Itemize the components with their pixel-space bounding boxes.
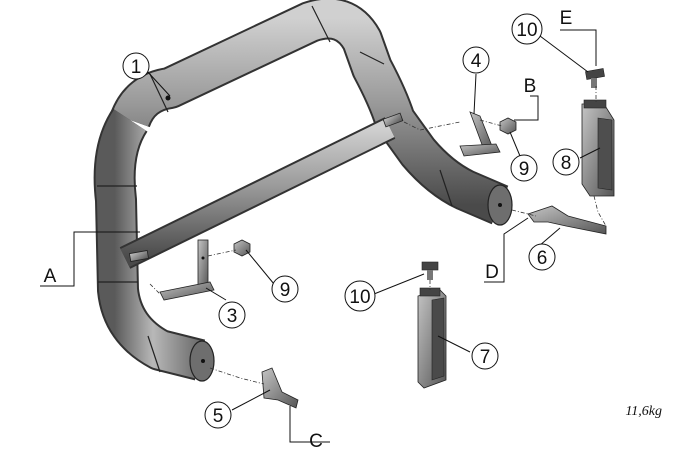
callout-9-lower: 9: [271, 275, 299, 303]
bracket-part-4: [459, 111, 501, 157]
svg-text:9: 9: [280, 280, 291, 301]
nut-part-9-upper: [499, 117, 517, 135]
svg-text:9: 9: [519, 159, 530, 180]
svg-text:1: 1: [131, 57, 142, 78]
svg-text:5: 5: [213, 406, 224, 427]
bracket-part-8: [581, 99, 615, 197]
bracket-part-3: [159, 239, 215, 301]
callout-6: 6: [528, 243, 556, 271]
letter-b: B: [524, 76, 537, 97]
bracket-part-6: [527, 205, 607, 235]
svg-text:7: 7: [480, 347, 491, 368]
callout-10-lower: 10: [344, 280, 376, 312]
callout-10-upper: 10: [511, 13, 543, 45]
callout-leaders: [145, 35, 601, 411]
letter-c: C: [309, 431, 323, 452]
svg-text:10: 10: [516, 20, 537, 41]
letter-e: E: [560, 8, 573, 29]
bull-bar-tube: [93, 0, 513, 382]
bolt-part-10-lower: [421, 261, 439, 280]
svg-text:10: 10: [349, 287, 370, 308]
callout-4: 4: [462, 46, 490, 74]
letter-d: D: [485, 262, 499, 283]
letter-leaders: [40, 29, 597, 443]
callout-7: 7: [471, 342, 499, 370]
weight-label: 11,6kg: [625, 404, 662, 419]
svg-text:4: 4: [471, 51, 482, 72]
callout-9-upper: 9: [510, 154, 538, 182]
bolt-part-10-upper: [585, 68, 605, 88]
letter-a: A: [44, 266, 57, 287]
assembly-lines: [149, 86, 607, 385]
bracket-part-5: [261, 367, 299, 409]
svg-text:3: 3: [227, 306, 238, 327]
svg-text:6: 6: [537, 248, 548, 269]
callout-3: 3: [218, 301, 246, 329]
bracket-part-7: [417, 287, 447, 389]
svg-text:8: 8: [561, 153, 572, 174]
callout-8: 8: [552, 148, 580, 176]
nut-part-9-lower: [233, 239, 251, 257]
callout-1: 1: [122, 52, 150, 80]
callout-5: 5: [204, 401, 232, 429]
